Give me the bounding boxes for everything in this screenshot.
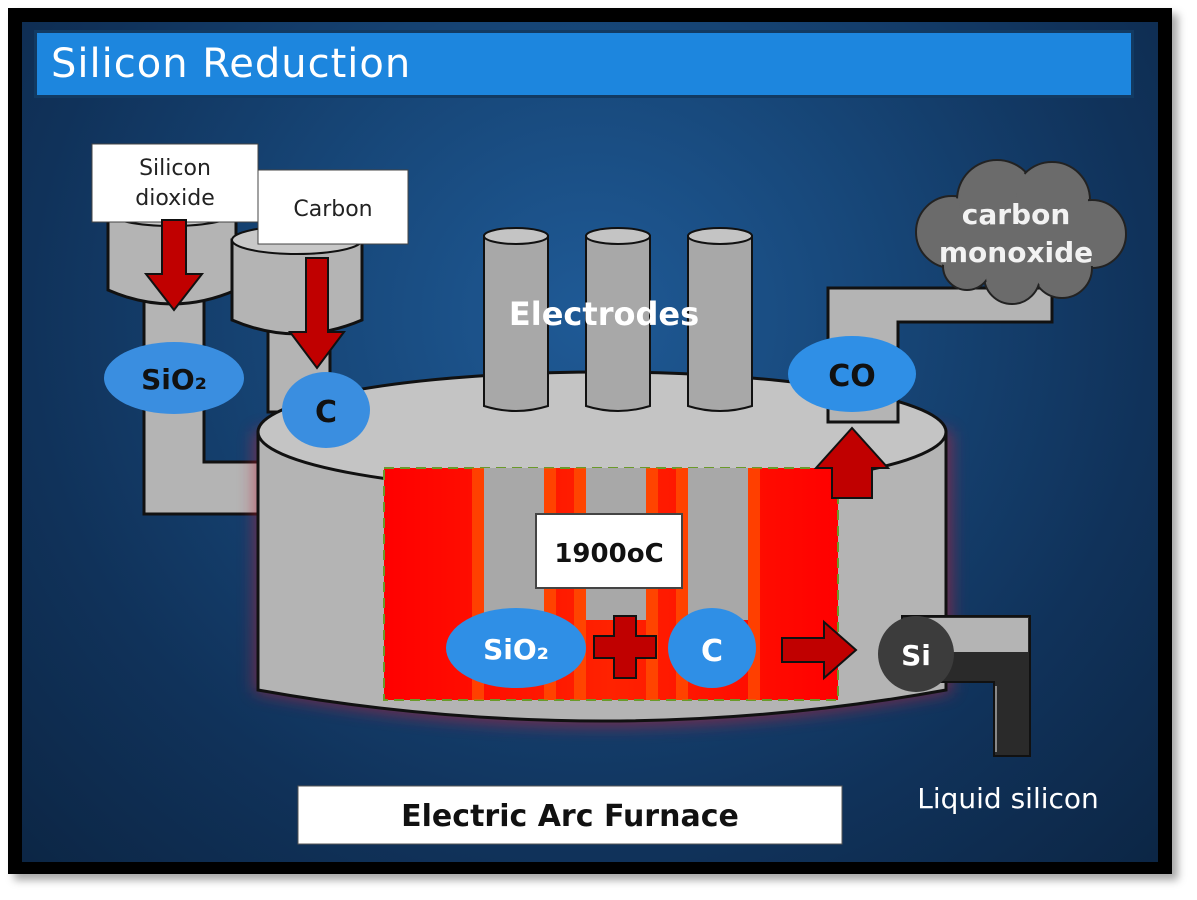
carbon-down-arrow-icon bbox=[288, 257, 346, 370]
liquid-silicon-label: Liquid silicon bbox=[917, 782, 1099, 815]
electrode-3 bbox=[687, 227, 753, 412]
reactant-c-bubble: C bbox=[668, 608, 756, 688]
c-feed-bubble: C bbox=[282, 372, 370, 448]
c-feed-label: C bbox=[315, 395, 337, 430]
electrode-1 bbox=[483, 227, 549, 412]
sio2-feed-bubble: SiO₂ bbox=[104, 342, 244, 414]
temperature-box: 1900oC bbox=[535, 513, 683, 589]
co-bubble: CO bbox=[788, 336, 916, 412]
silicon-dioxide-label-box: Silicon dioxide bbox=[91, 143, 259, 223]
reactant-sio2-label: SiO₂ bbox=[483, 633, 549, 666]
product-si-bubble: Si bbox=[878, 616, 954, 692]
reactant-sio2-bubble: SiO₂ bbox=[446, 608, 586, 688]
silicon-dioxide-label-line1: Silicon bbox=[139, 156, 211, 181]
silicon-dioxide-label-line2: dioxide bbox=[135, 186, 215, 211]
cloud-label-line1: carbon bbox=[962, 198, 1071, 231]
slide-frame: Silicon Reduction bbox=[8, 8, 1172, 874]
carbon-monoxide-cloud-icon bbox=[915, 159, 1127, 305]
co-label: CO bbox=[828, 359, 876, 394]
product-si-label: Si bbox=[901, 639, 931, 672]
right-arrow-icon bbox=[781, 619, 858, 681]
sio2-feed-label: SiO₂ bbox=[141, 363, 207, 396]
furnace-diagram: Silicon dioxide Carbon bbox=[91, 143, 1127, 845]
silicon-dioxide-down-arrow-icon bbox=[143, 219, 205, 312]
slide-title: Silicon Reduction bbox=[51, 41, 412, 87]
cloud-label-line2: monoxide bbox=[939, 236, 1093, 269]
furnace-label: Electric Arc Furnace bbox=[401, 799, 739, 834]
slide: Silicon Reduction bbox=[22, 22, 1158, 862]
temperature-label: 1900oC bbox=[554, 539, 663, 569]
title-bar: Silicon Reduction bbox=[34, 30, 1134, 98]
plus-icon bbox=[593, 615, 657, 679]
reactant-c-label: C bbox=[701, 634, 723, 669]
carbon-label: Carbon bbox=[293, 197, 372, 222]
electrodes-label: Electrodes bbox=[509, 295, 699, 333]
electrode-2 bbox=[585, 227, 651, 412]
carbon-label-box: Carbon bbox=[257, 169, 409, 245]
up-arrow-icon bbox=[813, 426, 891, 499]
furnace-label-box: Electric Arc Furnace bbox=[297, 785, 843, 845]
